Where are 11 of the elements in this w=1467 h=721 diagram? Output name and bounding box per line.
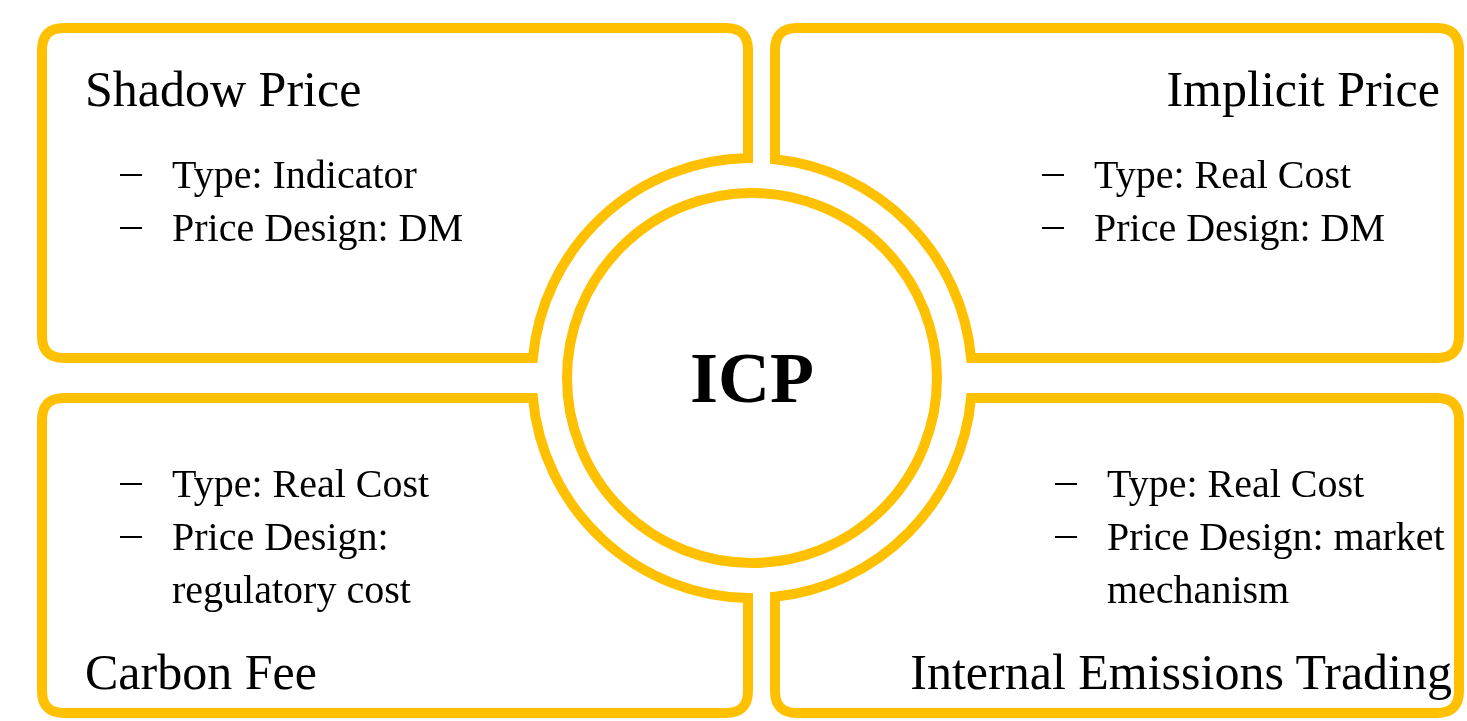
bullet-text: Price Design: regulatory cost	[172, 513, 412, 614]
circle-label: ICP	[690, 338, 814, 418]
panel-heading: Internal Emissions Trading	[910, 643, 1452, 701]
panel-heading: Implicit Price	[1166, 60, 1440, 118]
bullet-text: Price Design: DM	[1094, 204, 1386, 252]
bullet-text: Price Design: market mechanism	[1107, 513, 1446, 614]
center-circle	[562, 188, 942, 568]
bullet-text: Type: Real Cost	[1107, 460, 1365, 508]
panel-heading: Carbon Fee	[85, 643, 317, 701]
bullet-text: Type: Real Cost	[1094, 151, 1352, 199]
bullet-text: Type: Real Cost	[172, 460, 430, 508]
